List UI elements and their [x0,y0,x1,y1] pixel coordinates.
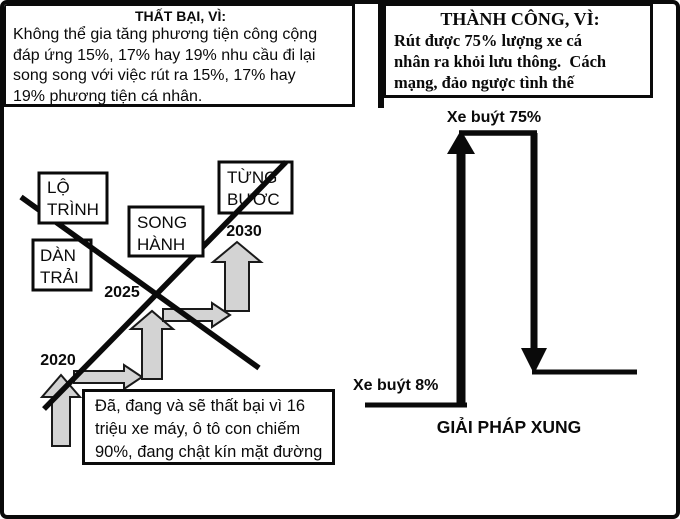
note-box-line: triệu xe máy, ô tô con chiếm [95,420,301,438]
failure-box-line: 19% phương tiện cá nhân. [13,87,203,105]
note-box-line: 90%, đang chật kín mặt đường [95,443,323,461]
note-box-line: Đã, đang và sẽ thất bại vì 16 [95,397,306,415]
success-box-line: mạng, đảo ngược tình thế [394,73,574,92]
lo-trinh-label-line2: TRÌNH [47,200,99,219]
pulse-high-label: Xe buýt 75% [447,109,541,126]
success-box-line: Rút được 75% lượng xe cá [394,31,582,50]
year-label-2025: 2025 [104,284,140,301]
failure-box: THẤT BẠI, VÌ: Không thể gia tăng phương … [4,4,355,107]
strategy-box-dan-trai: DÀN TRẢI [31,238,93,292]
success-box-title: THÀNH CÔNG, VÌ: [440,9,600,29]
failure-box-line: song song với việc rút ra 15%, 17% hay [13,67,296,84]
failure-box-title: THẤT BẠI, VÌ: [135,8,226,24]
step-right-arrow-1 [73,363,144,391]
lo-trinh-box-rect [37,171,109,225]
year-label-2020: 2020 [40,352,76,369]
step-up-arrow-1 [39,373,83,447]
dan-trai-box-rect [31,238,93,292]
descending-trend-line [19,194,261,371]
pulse-caption: GIẢI PHÁP XUNG [437,416,582,437]
song-hanh-box-rect [127,205,205,258]
top-separator-line [378,4,384,108]
lo-trinh-label-line1: LỘ [47,178,70,197]
dan-trai-label-line1: DÀN [40,246,76,265]
strategy-box-lo-trinh: LỘ TRÌNH [37,171,109,225]
success-box: THÀNH CÔNG, VÌ: Rút được 75% lượng xe cá… [383,4,653,98]
success-box-line: nhân ra khỏi lưu thông. Cách [394,52,607,71]
tung-buoc-label-line2: BƯỚC [227,190,280,209]
dan-trai-label-line2: TRẢI [40,268,79,287]
pulse-up-arrow-head [447,130,475,154]
failure-box-line: đáp ứng 15%, 17% hay 19% nhu cầu đi lại [13,46,316,64]
pulse-down-arrow-head [521,348,547,374]
song-hanh-label-line1: SONG [137,213,187,232]
song-hanh-label-line2: HÀNH [137,235,185,254]
year-label-2030: 2030 [226,223,262,240]
note-box: Đã, đang và sẽ thất bại vì 16 triệu xe m… [82,389,335,465]
pulse-low-label: Xe buýt 8% [353,377,438,394]
strategy-box-song-hanh: SONG HÀNH [127,205,205,258]
ascending-trend-line [42,160,288,411]
failure-box-line: Không thể gia tăng phương tiện công cộng [13,26,318,43]
step-up-arrow-3 [210,240,264,312]
